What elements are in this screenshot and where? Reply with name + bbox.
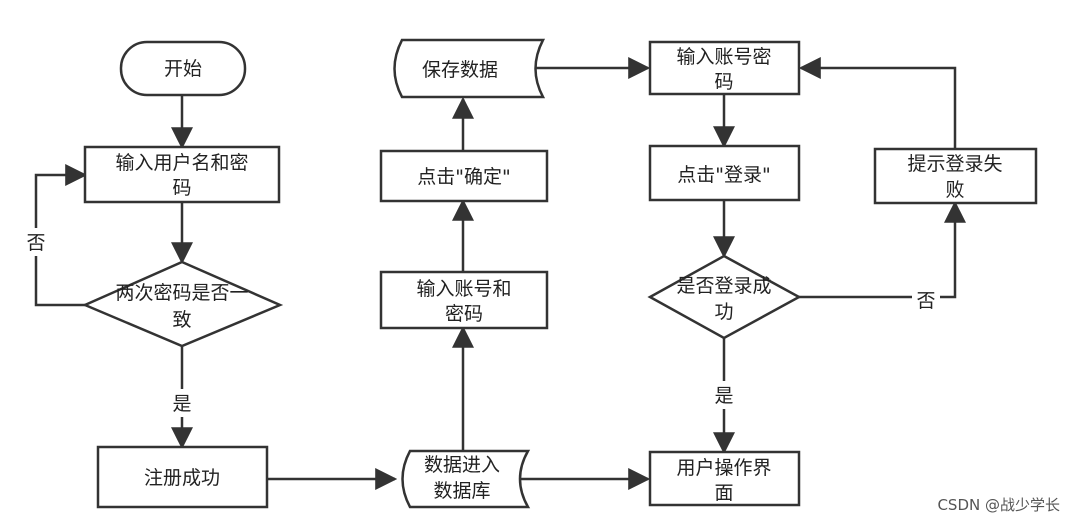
node-login-failed-line2: 败 xyxy=(945,179,964,201)
node-click-login-label: 点击"登录" xyxy=(677,164,770,186)
node-login-success-decision: 是否登录成 功 xyxy=(647,254,802,340)
node-login-failed-line1: 提示登录失 xyxy=(907,153,1002,175)
node-click-login: 点击"登录" xyxy=(648,144,801,202)
node-input-account-password-line2: 密码 xyxy=(445,303,483,325)
node-click-confirm-label: 点击"确定" xyxy=(417,166,510,188)
node-input-account-password-line1: 输入账号和 xyxy=(416,278,511,300)
connectors xyxy=(34,57,966,490)
node-save-data-label: 保存数据 xyxy=(422,59,498,81)
node-login-success-line2: 功 xyxy=(714,301,733,323)
node-login-success-line1: 是否登录成 xyxy=(676,275,771,297)
node-db-entry-line2: 数据库 xyxy=(433,480,490,502)
edge-label-yes-left: 是 xyxy=(172,393,191,415)
node-login-failed-prompt: 提示登录失 败 xyxy=(873,147,1038,205)
edge-label-no-right: 否 xyxy=(916,290,935,312)
edge-decision-no-to-prompt xyxy=(799,200,966,299)
watermark: CSDN @战少学长 xyxy=(937,496,1060,514)
edge-label-no-left: 否 xyxy=(26,232,45,254)
node-input-username-password-line2: 码 xyxy=(172,177,191,199)
node-db-entry-line1: 数据进入 xyxy=(424,454,500,476)
node-login-input-line2: 码 xyxy=(714,71,733,93)
node-input-username-password-line1: 输入用户名和密 xyxy=(115,152,248,174)
node-register-success: 注册成功 xyxy=(96,445,269,509)
node-login-input: 输入账号密 码 xyxy=(648,40,801,96)
node-password-match-line1: 两次密码是否一 xyxy=(115,282,248,304)
node-input-account-password: 输入账号和 密码 xyxy=(379,270,549,330)
node-password-match-line2: 致 xyxy=(172,309,191,331)
edge-label-yes-right: 是 xyxy=(714,385,733,407)
node-user-interface: 用户操作界 面 xyxy=(648,450,801,507)
node-start: 开始 xyxy=(119,40,247,97)
node-user-interface-line2: 面 xyxy=(714,482,733,504)
edge-prompt-to-login xyxy=(798,57,957,149)
node-register-success-label: 注册成功 xyxy=(144,467,220,489)
node-save-data: 保存数据 xyxy=(393,38,546,99)
node-db-entry: 数据进入 数据库 xyxy=(401,449,531,509)
node-password-match-decision: 两次密码是否一 致 xyxy=(81,260,284,348)
node-input-username-password: 输入用户名和密 码 xyxy=(83,145,281,204)
node-login-input-line1: 输入账号密 xyxy=(676,46,771,68)
node-click-confirm: 点击"确定" xyxy=(379,149,549,203)
node-start-label: 开始 xyxy=(164,58,202,80)
node-user-interface-line1: 用户操作界 xyxy=(676,457,771,479)
